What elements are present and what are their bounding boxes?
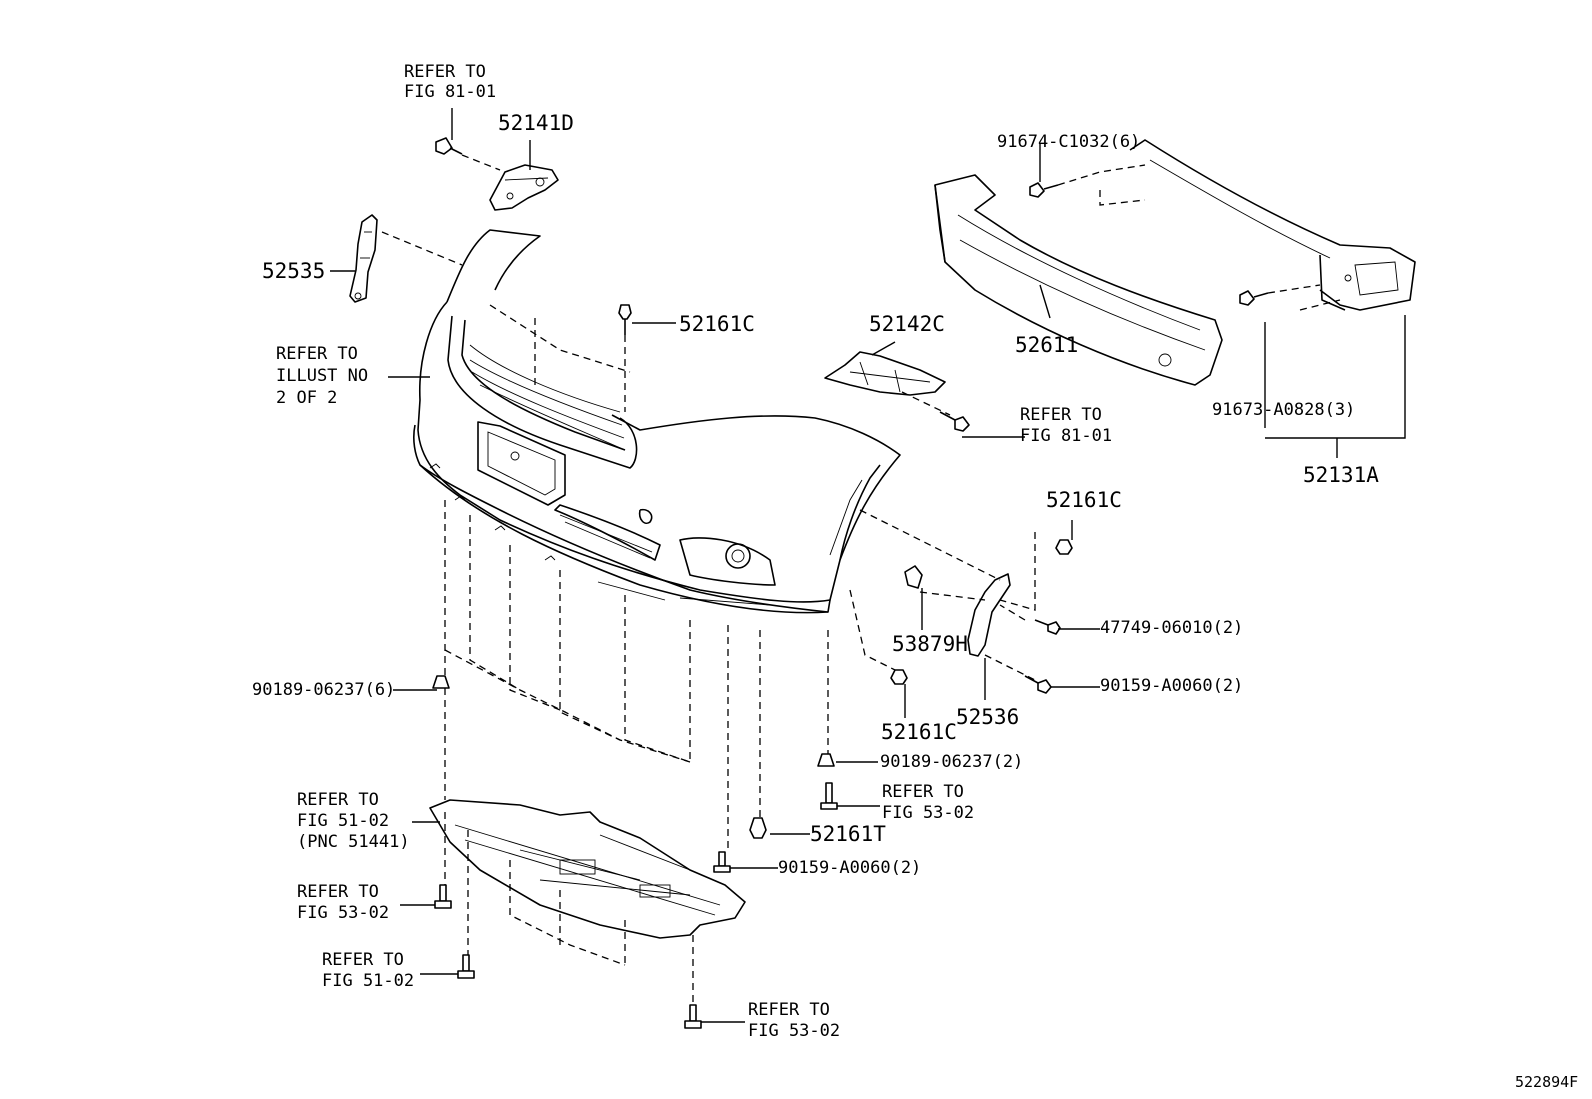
retainer-and-bracket-illustration [904,565,1011,657]
part-91674-c1032-label: 91674-C1032(6) [997,132,1141,152]
assembly-dashed-lines [381,154,1341,1005]
part-90189-06237-right-label: 90189-06237(2) [880,752,1024,772]
refer-fig-53-02-a-line2: FIG 53-02 [882,803,975,823]
refer-fig-53-02-c-line1: REFER TO [748,1000,830,1020]
refer-illust-line3: 2 OF 2 [276,388,338,408]
refer-fig-51-02-b-line1: REFER TO [322,950,404,970]
fasteners-illustration [432,137,1269,1029]
part-91673-a0828-label: 91673-A0828(3) [1212,400,1356,420]
part-47749-06010-label: 47749-06010(2) [1100,618,1244,638]
diagram-id: 522894F [1515,1073,1579,1091]
refer-fig-51-02-a-line1: REFER TO [297,790,379,810]
refer-fig-53-02-a-line1: REFER TO [882,782,964,802]
refer-fig-51-02-a-line2: FIG 51-02 [297,811,390,831]
refer-illust-line1: REFER TO [276,344,358,364]
part-90159-a0060-bottom-label: 90159-A0060(2) [778,858,922,878]
reinforcement-52611-illustration [934,139,1416,386]
part-52131a-label: 52131A [1303,463,1379,487]
refer-fig-81-01-top-line2: FIG 81-01 [404,82,497,102]
refer-fig-53-02-b-line2: FIG 53-02 [297,903,390,923]
bracket-52535-illustration [349,214,378,303]
part-52535-label: 52535 [262,259,326,283]
part-52161c-top-label: 52161C [679,312,755,336]
engine-under-cover-illustration [429,799,746,939]
part-52161t-label: 52161T [810,822,886,846]
refer-fig-53-02-c-line2: FIG 53-02 [748,1021,841,1041]
part-52161c-bottom-label: 52161C [881,720,957,744]
part-53879h-label: 53879H [892,632,968,656]
part-52161c-right-label: 52161C [1046,488,1122,512]
part-90189-06237-left-label: 90189-06237(6) [252,680,396,700]
bracket-52141d-illustration [489,164,559,211]
part-52536-label: 52536 [956,705,1020,729]
refer-fig-81-01-mid-line1: REFER TO [1020,405,1102,425]
refer-fig-51-02-b-line2: FIG 51-02 [322,971,415,991]
part-90159-a0060-right-label: 90159-A0060(2) [1100,676,1244,696]
part-52141d-label: 52141D [498,111,574,135]
refer-fig-81-01-top-line1: REFER TO [404,62,486,82]
bracket-52142c-illustration [824,351,946,396]
leader-lines [330,108,1406,1023]
part-52611-label: 52611 [1015,333,1079,357]
refer-fig-51-02-a-line3: (PNC 51441) [297,832,410,852]
refer-fig-81-01-mid-line2: FIG 81-01 [1020,426,1113,446]
refer-illust-line2: ILLUST NO [276,366,369,386]
part-52142c-label: 52142C [869,312,945,336]
bumper-cover-illustration [413,229,901,614]
refer-fig-53-02-b-line1: REFER TO [297,882,379,902]
